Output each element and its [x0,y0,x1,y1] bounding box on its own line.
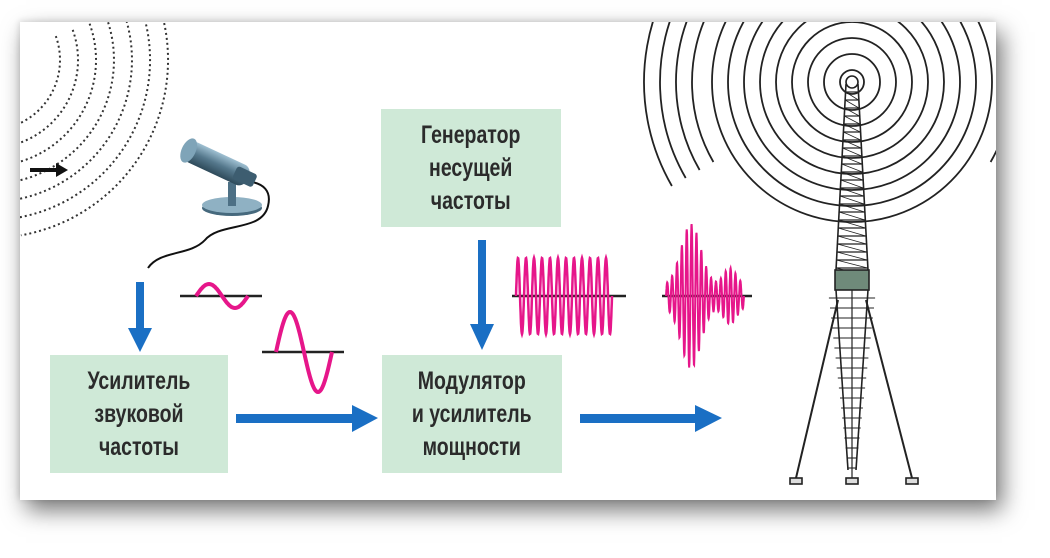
input-arrow [30,163,68,177]
tower-wave-arc [759,22,945,83]
tower-brace [843,123,861,133]
tower-brace [840,187,864,197]
flow-arrows [128,240,722,432]
tower-wave-arc [807,81,897,127]
tower-wave-arc [759,81,945,175]
tower-brace [837,243,867,253]
tower-wave-arc [791,81,913,143]
tower-leg-left [795,299,839,479]
tower-brace [836,251,868,261]
sound-wave-arc [20,23,97,163]
tower-brace [837,235,867,245]
tower-lower-right [855,289,869,471]
modulated-signal [662,223,752,369]
tower-wave-arc [791,22,913,83]
tower-wave-arc [775,22,929,83]
carrier-signal [512,253,626,339]
tower-wave-arc [839,81,865,95]
modulator-line-2: и усилитель [412,399,532,428]
tower-brace [843,131,861,141]
audio-amplifier-line-3: частоты [99,432,179,461]
tower-wave-arc [807,37,897,83]
sound-wave-arc [20,22,169,237]
tower-wave-arc [823,81,881,111]
sound-wave-arc [20,22,115,182]
tower-wave-arc [691,22,996,163]
tower-brace [844,99,860,109]
carrier-generator-line-2: несущей [429,153,513,182]
tower-lower-left [835,289,849,471]
tower-wave-arc [823,53,881,83]
tower-brace [836,259,868,269]
audio-amplifier-line-1: Усилитель [87,366,191,395]
tower-brace [842,139,862,149]
tower-wave-arc [675,22,701,171]
tower-brace [841,171,863,181]
tower-foot [789,477,803,485]
arrow-amplifier-to-modulator [236,405,378,432]
tower-wave-arc [659,22,687,179]
tower-wave-arc [775,81,929,159]
tower-wave-arc [839,69,865,83]
tower-brace [844,115,860,125]
tower-brace [838,211,866,221]
carrier-generator-line-3: частоты [431,186,511,215]
modulator-box: Модулятор и усилитель мощности [382,355,562,473]
tower-wave-arc [743,22,961,83]
tower-top [845,75,859,89]
modulator-line-1: Модулятор [417,366,526,395]
audio-signal-amplified [262,309,344,395]
tower-brace [840,179,864,189]
tower-wave-arc [727,81,977,207]
arrow-modulator-to-antenna [580,405,722,432]
audio-amplifier-line-2: звуковой [94,399,184,428]
radiation-wave-icon [643,22,996,223]
carrier-generator-line-1: Генератор [421,120,521,149]
radio-tower-icon [789,75,919,485]
tower-wave-arc [711,81,993,223]
tower-wave-arc [727,22,977,83]
sound-wave-arc [20,35,61,125]
audio-amplifier-box: Усилитель звуковой частоты [50,355,228,473]
modulator-line-3: мощности [422,432,522,461]
tower-brace [842,147,862,157]
tower-cabin [834,269,870,291]
arrow-mic-to-amplifier [128,282,152,352]
tower-brace [839,203,865,213]
tower-brace [841,163,863,173]
tower-mast-right [857,83,869,271]
tower-brace [839,195,865,205]
tower-brace [844,107,860,117]
carrier-generator-box: Генератор несущей частоты [381,109,561,227]
tower-wave-arc [643,22,673,187]
audio-signal-small [180,281,262,311]
tower-leg-right [865,299,913,479]
tower-brace [841,155,863,165]
tower-wave-arc [743,81,961,191]
microphone-icon [147,138,270,269]
sound-wave-arc [20,29,80,144]
sound-wave-icon [20,22,169,237]
tower-brace [838,227,866,237]
tower-foot [905,477,919,485]
tower-brace [838,219,866,229]
arrow-generator-to-modulator [470,240,494,350]
tower-foot [845,477,859,485]
tower-mast-left [835,83,847,271]
tower-brace [845,91,859,101]
